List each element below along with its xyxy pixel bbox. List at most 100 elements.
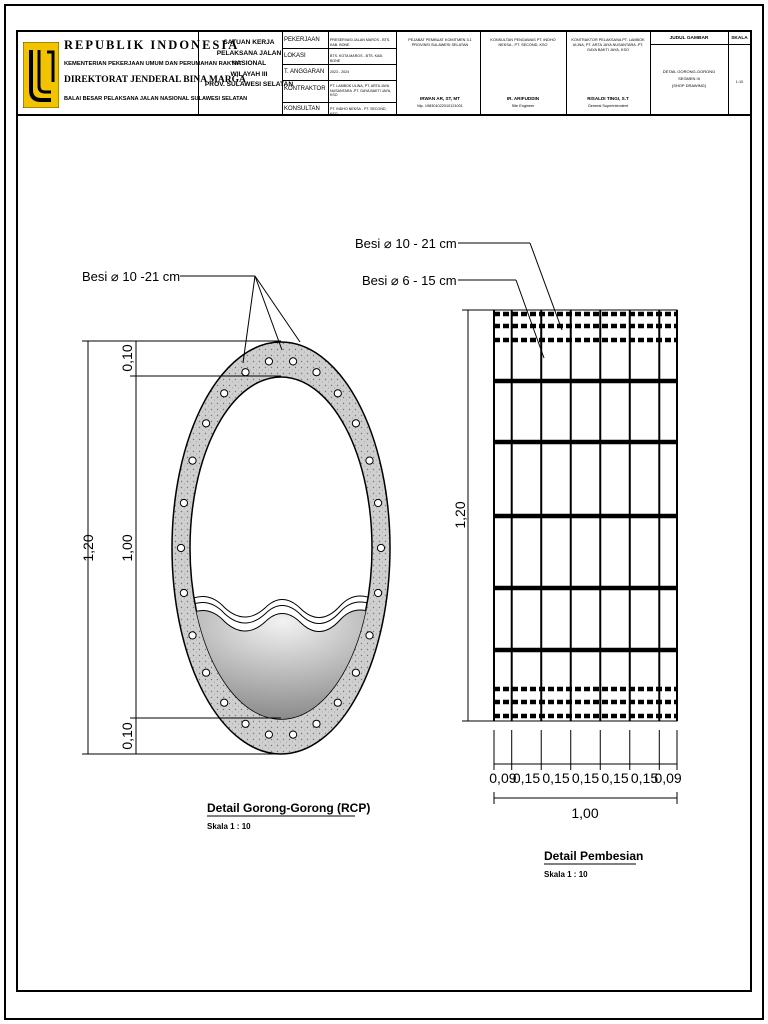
rcp-rebar-dots [176, 357, 386, 739]
title-block: REPUBLIK INDONESIA KEMENTERIAN PEKERJAAN… [18, 32, 750, 116]
spacing-label: 0,15 [631, 770, 658, 786]
rebar-dot [188, 456, 197, 465]
rebar-leaders [458, 242, 563, 359]
rebar-dot [374, 498, 383, 508]
spacing-label: 0,15 [513, 770, 540, 786]
inner-frame [16, 30, 752, 992]
drawing-title: DETAIL GORONG-GORONG SEGMEN III (SHOP DR… [652, 68, 726, 89]
rebar-dot [351, 419, 360, 428]
rebar-scale: Skala 1 : 10 [544, 870, 588, 879]
tb-divider [480, 32, 481, 116]
signatory-name: RISALDI TINGI, S.T [587, 96, 629, 101]
signatory-role: KONSULTAN PENGAWAS PT. INDHO NEKSA - PT.… [490, 38, 556, 47]
tb-rule [282, 48, 396, 49]
field-value: PT. INDHO NEKSA - PT. SECOND, KSO [330, 107, 387, 116]
rebar-dot [312, 368, 321, 377]
rebar-dot [333, 389, 342, 398]
rebar-dot [333, 698, 342, 707]
work-unit-line: PROV. SULAWESI SELATAN [204, 81, 294, 88]
field-label: T. ANGGARAN [284, 69, 325, 75]
rebar-dot [220, 389, 229, 398]
rcp-rebar-leader [180, 275, 301, 364]
spacing-label: 0,15 [572, 770, 599, 786]
agency-office: BALAI BESAR PELAKSANA JALAN NASIONAL SUL… [64, 96, 248, 102]
rebar-label-main: Besi ⌀ 10 - 21 cm [355, 236, 457, 251]
rebar-dot [241, 368, 250, 377]
tb-divider [198, 32, 199, 116]
field-label: LOKASI [284, 53, 306, 59]
rebar-dot [376, 543, 386, 553]
rebar-mesh [493, 309, 678, 722]
field-label: KONTRAKTOR [284, 86, 326, 92]
spacing-label: 0,09 [489, 770, 516, 786]
rcp-dim-total: 1,20 [80, 534, 96, 561]
field-value: PT. LAMBOK ULINA, PT. ARTA JAYA NUSANTAR… [330, 84, 392, 97]
field-label: KONSULTAN [284, 106, 320, 112]
signatory-name: IRWAN AR, ST, MT [419, 96, 461, 101]
field-label: PEKERJAAN [284, 37, 320, 43]
rcp-dim-inner: 1,00 [119, 534, 135, 561]
tb-rule [282, 102, 396, 103]
tb-divider [566, 32, 567, 116]
rebar-caption: Detail Pembesian [544, 849, 643, 863]
signatory-title: General Superintendent [587, 104, 629, 108]
scale-value: 1:10 [735, 80, 744, 84]
tb-divider [396, 32, 397, 116]
rcp-dim-wall-bottom: 0,10 [119, 722, 135, 749]
tb-divider [328, 32, 329, 116]
rebar-dot [179, 588, 188, 598]
rebar-dot [202, 668, 211, 677]
rcp-caption: Detail Gorong-Gorong (RCP) [207, 801, 370, 815]
tb-rule [650, 44, 750, 45]
rebar-dot [374, 588, 383, 598]
signatory-title: Site Engineer [511, 104, 535, 108]
work-unit: SATUAN KERJA PELAKSANA JALAN NASIONAL WI… [200, 38, 298, 91]
rebar-dot [365, 456, 374, 465]
signatory-role: KONTRAKTOR PELAKSANA PT. LAMBOK ULINA, P… [571, 38, 645, 52]
rcp-pipe-section [171, 341, 391, 755]
tb-divider [650, 32, 651, 116]
tb-divider [282, 32, 283, 116]
rebar-dot [289, 357, 298, 366]
rebar-dim-height: 1,20 [452, 501, 468, 528]
rcp-dimensions [82, 340, 281, 755]
drawing-title-line: DETAIL GORONG-GORONG [662, 69, 716, 74]
agency-directorate: DIREKTORAT JENDERAL BINA MARGA [64, 75, 246, 85]
pupr-logo-icon [23, 42, 59, 108]
spacing-label: 0,09 [654, 770, 681, 786]
rebar-dot [179, 498, 188, 508]
field-value: BTS. KOTA MAROS - BTS. KAB. BONE [330, 54, 383, 63]
signatory-role: PEJABAT PEMBUAT KOMITMEN 3.1 PROVINSI SU… [408, 38, 472, 47]
rebar-dim-height-line [462, 309, 494, 722]
drawing-title-header: JUDUL GAMBAR [669, 36, 709, 41]
agency-ministry: KEMENTERIAN PEKERJAAN UMUM DAN PERUMAHAN… [64, 61, 242, 67]
signatory-title: Nip. 198301022010121001 [417, 104, 463, 108]
work-unit-line: PELAKSANA JALAN NASIONAL [216, 49, 282, 68]
rcp-dim-wall-top: 0,10 [119, 344, 135, 371]
tb-divider [728, 32, 729, 116]
rebar-dot [188, 631, 197, 640]
work-unit-line: SATUAN KERJA [223, 39, 275, 46]
rcp-scale: Skala 1 : 10 [207, 822, 251, 831]
rebar-label-secondary: Besi ⌀ 6 - 15 cm [362, 273, 457, 288]
tb-rule [282, 64, 396, 65]
agency-country: REPUBLIK INDONESIA [64, 38, 240, 52]
rebar-dot [264, 730, 273, 739]
spacing-label: 0,15 [601, 770, 628, 786]
rebar-dim-width: 1,00 [571, 805, 598, 821]
rebar-dot [264, 357, 273, 366]
outer-frame [4, 4, 764, 1020]
rebar-dot [202, 419, 211, 428]
work-unit-line: WILAYAH III [230, 70, 268, 78]
rebar-dim-width-line [493, 792, 678, 804]
rebar-dot [312, 719, 321, 728]
drawing-title-line: SEGMEN III [678, 76, 700, 81]
scale-header: SKALA [731, 36, 748, 41]
rcp-rebar-label: Besi ⌀ 10 -21 cm [82, 269, 180, 284]
drawing-title-line: (SHOP DRAWING) [671, 83, 707, 88]
tb-rule [282, 80, 396, 81]
field-value: PRESERVASI JALAN MAROS - BTS. KAB. BONE [330, 38, 391, 47]
field-value: 2023 - 2024 [330, 70, 350, 74]
rebar-dot [289, 730, 298, 739]
